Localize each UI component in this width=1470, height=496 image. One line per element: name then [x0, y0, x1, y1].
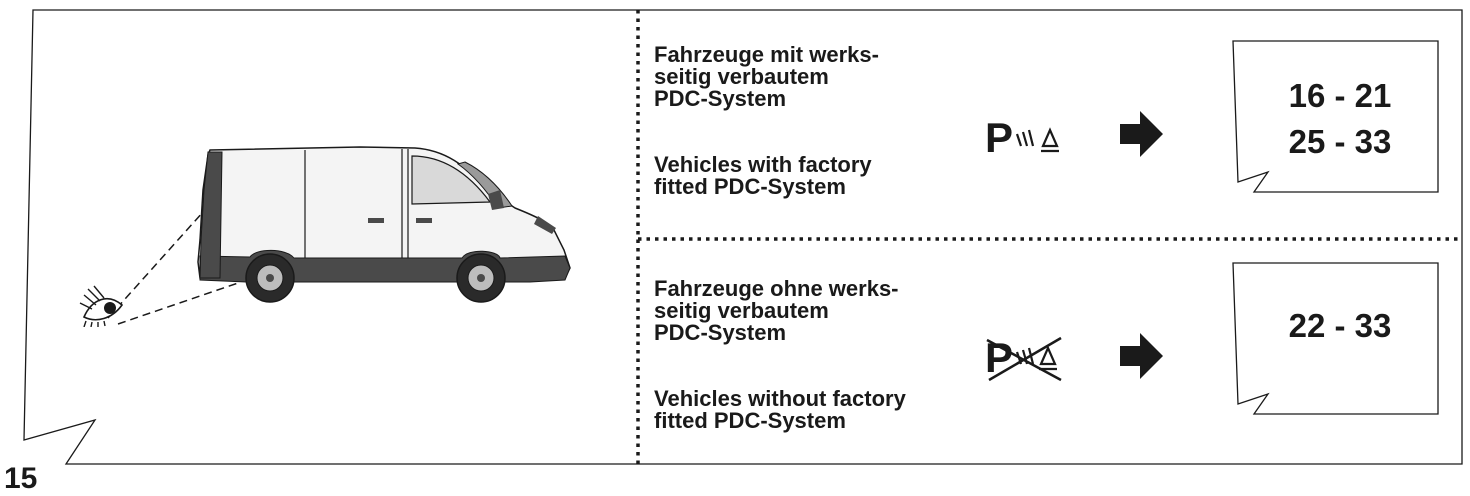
pdc-icon-letter: P [985, 114, 1014, 161]
arrow-right-icon [1120, 111, 1163, 157]
panel-2-label-de: Fahrzeuge ohne werks- seitig verbautem P… [654, 276, 899, 345]
range-value: 16 - 21 [1288, 77, 1392, 114]
van-illustration [107, 146, 571, 325]
panel-1-label-en: Vehicles with factory fitted PDC-System [654, 152, 872, 199]
range-box-1 [1232, 40, 1439, 193]
panel-2-label-en: Vehicles without factory fitted PDC-Syst… [654, 386, 906, 433]
arrow-right-icon [1120, 333, 1163, 379]
range-value: 22 - 33 [1288, 307, 1392, 344]
range-value: 25 - 33 [1288, 123, 1392, 160]
pdc-crossed-icon: P [985, 334, 1065, 382]
range-box-2 [1232, 262, 1439, 415]
page-number: 15 [4, 462, 38, 495]
panel-1-label-de: Fahrzeuge mit werks- seitig verbautem PD… [654, 42, 879, 111]
pdc-icon: P [985, 114, 1065, 161]
eye-icon [79, 285, 124, 327]
